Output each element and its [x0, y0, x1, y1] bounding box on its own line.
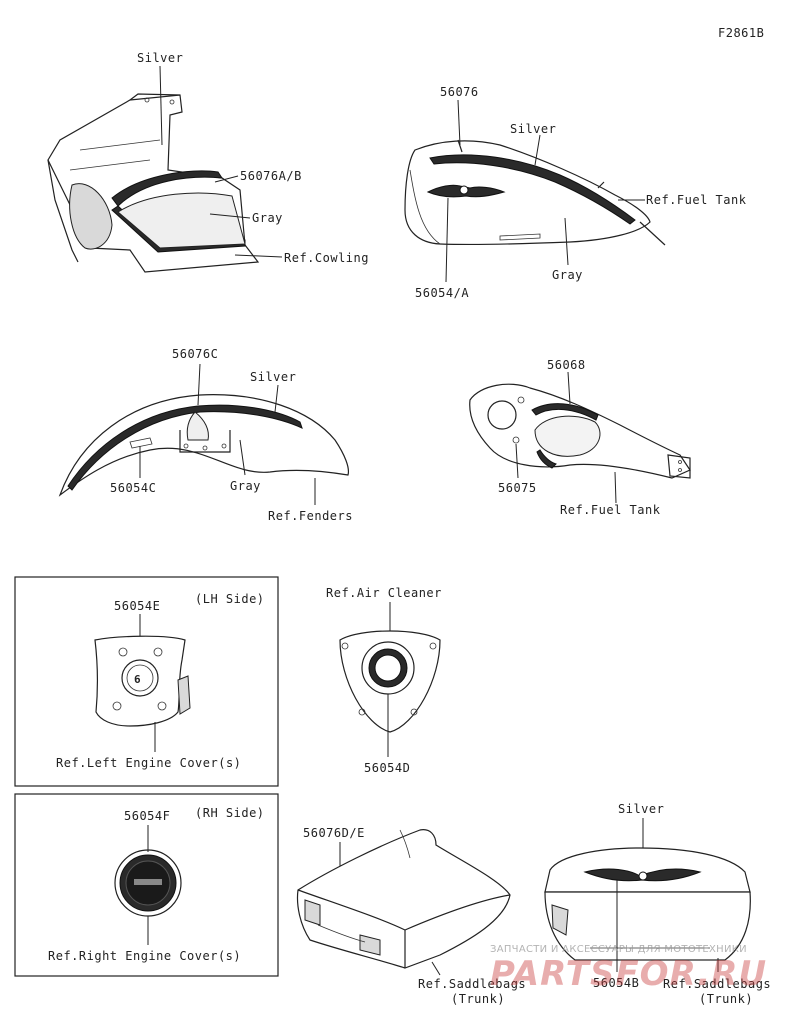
- tank-cover-ref: Ref.Fuel Tank: [560, 503, 661, 517]
- rh-side-label: (RH Side): [195, 806, 265, 820]
- left-engine-cover-drawing: 6: [94, 635, 191, 727]
- fender-ref: Ref.Fenders: [268, 509, 353, 523]
- fender-drawing: [58, 394, 350, 497]
- fender-part-no: 56076C: [172, 347, 218, 361]
- lh-ref: Ref.Left Engine Cover(s): [56, 756, 241, 770]
- fuel-tank-color-top: Silver: [510, 122, 556, 136]
- cowling-color-top: Silver: [137, 51, 183, 65]
- fender-color-bottom: Gray: [230, 479, 261, 493]
- saddlebag-ref-2: (Trunk): [451, 992, 505, 1006]
- tank-cover-drawing: [469, 383, 691, 479]
- watermark-logo: PARTSFOR.RU: [490, 954, 767, 994]
- trunk-ref-1: Ref.Saddlebags: [663, 977, 771, 991]
- fuel-tank-ref: Ref.Fuel Tank: [646, 193, 747, 207]
- cowling-drawing: [47, 93, 260, 273]
- tank-cover-part-no-2: 56075: [498, 481, 537, 495]
- saddlebag-part-no: 56076D/E: [303, 826, 365, 840]
- lh-part-no: 56054E: [114, 599, 160, 613]
- trunk-part-no: 56054B: [593, 976, 639, 990]
- air-cleaner-part-no: 56054D: [364, 761, 410, 775]
- figure-code: F2861B: [718, 26, 764, 40]
- fender-color-top: Silver: [250, 370, 296, 384]
- lh-side-box: [14, 576, 279, 787]
- fuel-tank-color-bottom: Gray: [552, 268, 583, 282]
- watermark: ЗАПЧАСТИ И АКСЕССУАРЫ ДЛЯ МОТОТЕХНИКИ PA…: [490, 944, 767, 994]
- fuel-tank-part-no: 56076: [440, 85, 479, 99]
- trunk-ref-2: (Trunk): [699, 992, 753, 1006]
- fuel-tank-drawing: [404, 139, 666, 246]
- air-cleaner-drawing: [339, 630, 441, 733]
- right-engine-cover-drawing: [114, 849, 182, 917]
- fender-emblem-no: 56054C: [110, 481, 156, 495]
- rh-ref: Ref.Right Engine Cover(s): [48, 949, 241, 963]
- rh-side-box: [14, 793, 279, 977]
- air-cleaner-ref: Ref.Air Cleaner: [326, 586, 442, 600]
- cowling-ref: Ref.Cowling: [284, 251, 369, 265]
- trunk-color: Silver: [618, 802, 664, 816]
- svg-text:6: 6: [134, 673, 141, 686]
- saddlebag-drawing: [296, 829, 511, 969]
- lh-side-label: (LH Side): [195, 592, 265, 606]
- fuel-tank-emblem-no: 56054/A: [415, 286, 469, 300]
- trunk-drawing: [544, 847, 751, 961]
- tank-cover-part-no: 56068: [547, 358, 586, 372]
- cowling-part-no: 56076A/B: [240, 169, 302, 183]
- cowling-color-bottom: Gray: [252, 211, 283, 225]
- saddlebag-ref-1: Ref.Saddlebags: [418, 977, 526, 991]
- rh-part-no: 56054F: [124, 809, 170, 823]
- watermark-tagline: ЗАПЧАСТИ И АКСЕССУАРЫ ДЛЯ МОТОТЕХНИКИ: [490, 944, 747, 955]
